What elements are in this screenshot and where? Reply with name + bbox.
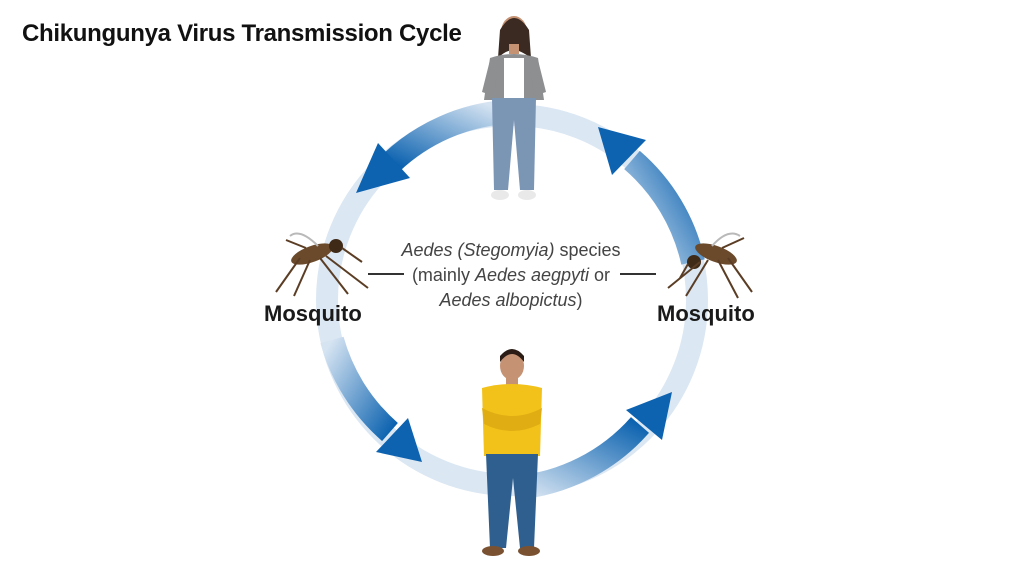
- species-line-3: Aedes albopictus): [439, 290, 583, 310]
- left-mosquito-icon: [275, 232, 369, 297]
- right-mosquito-label: Mosquito: [657, 301, 755, 326]
- man-figure: [482, 349, 542, 556]
- arrow-left-mosquito-to-human: [320, 336, 399, 442]
- arrow-head-bottom-right: [626, 392, 672, 440]
- arrow-right-mosquito-to-human: [624, 150, 705, 265]
- left-connector-line: [368, 273, 404, 275]
- left-mosquito-label: Mosquito: [264, 301, 362, 326]
- arrow-head-top-left: [356, 143, 410, 193]
- diagram-title: Chikungunya Virus Transmission Cycle: [22, 20, 462, 47]
- species-line-2: (mainly Aedes aegpyti or: [411, 265, 611, 285]
- arrow-head-bottom-left: [376, 418, 422, 462]
- vector-species-description: Aedes (Stegomyia) species (mainly Aedes …: [380, 238, 642, 313]
- arrow-human-to-left-mosquito: [383, 100, 507, 171]
- arrow-head-top-right: [598, 127, 646, 175]
- right-mosquito-icon: [667, 232, 753, 299]
- right-connector-line: [620, 273, 656, 275]
- species-line-1: Aedes (Stegomyia) species: [401, 240, 621, 260]
- woman-figure: [482, 16, 546, 200]
